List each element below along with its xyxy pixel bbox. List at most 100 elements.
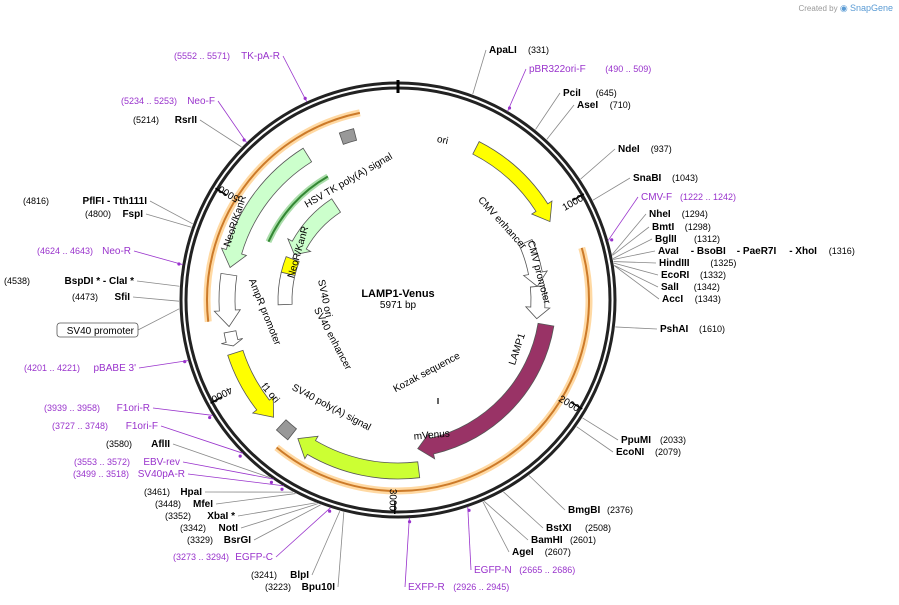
site-leader-line <box>337 512 345 588</box>
feature-cmv-promoter <box>524 285 551 320</box>
feature-lamp1 <box>417 322 555 460</box>
site-position: (645) <box>596 88 617 98</box>
primer-mark <box>507 106 512 110</box>
site-position: (1316) <box>829 246 855 256</box>
site-name: NotI <box>219 523 239 534</box>
tick-mark <box>210 396 223 404</box>
site-position: (4800) <box>85 209 111 219</box>
site-leader-line <box>535 92 561 130</box>
site-leader-line <box>613 262 659 276</box>
site-leader-line <box>615 326 658 330</box>
site-position: (4473) <box>72 292 98 302</box>
site-position: (937) <box>651 144 672 154</box>
site-name: PflFI - Tth111I <box>83 196 148 207</box>
site-name: MfeI <box>193 499 213 510</box>
primer-mark <box>183 360 187 364</box>
site-position: (1325) <box>710 258 736 268</box>
site-leader-line <box>404 517 410 588</box>
site-leader-line <box>237 502 316 517</box>
site-position: (5214) <box>133 115 159 125</box>
site-leader-line <box>136 280 180 287</box>
site-name: SalI <box>661 282 679 293</box>
site-leader-line <box>172 443 270 478</box>
site-leader-line <box>611 213 647 255</box>
feature-layer <box>213 128 555 480</box>
feature-hsv-polya <box>338 128 358 145</box>
site-position: (3352) <box>165 511 191 521</box>
site-position: (2376) <box>607 505 633 515</box>
site-name: AccI <box>662 294 683 305</box>
site-leader-line <box>240 503 318 529</box>
site-leader-line <box>187 473 285 487</box>
site-position: (2926 .. 2945) <box>453 582 509 592</box>
primer-mark <box>407 520 412 524</box>
feature-sv40-ori <box>280 256 300 276</box>
orf-arc <box>206 111 361 322</box>
primer-mark <box>208 415 212 420</box>
site-name: F1ori-R <box>117 403 150 414</box>
primer-mark <box>242 138 246 142</box>
site-name: RsrII <box>175 115 197 126</box>
site-position: (3329) <box>187 535 213 545</box>
primer-mark <box>177 262 181 266</box>
site-leader-line <box>528 475 566 511</box>
site-leader-line <box>215 493 296 505</box>
site-leader-line <box>199 119 242 148</box>
site-name: BsrGI <box>224 535 251 546</box>
site-position: (3461) <box>144 487 170 497</box>
site-position: (3241) <box>251 570 277 580</box>
site-position: (3342) <box>180 523 206 533</box>
snapgene-logo-icon: ◉ <box>839 3 848 13</box>
feature-ampr-promoter-a <box>221 330 243 347</box>
site-position: (1610) <box>699 324 725 334</box>
site-position: (5552 .. 5571) <box>174 51 230 61</box>
site-leader-line <box>152 407 214 416</box>
site-name: SfiI <box>114 292 130 303</box>
site-position: (1342) <box>694 282 720 292</box>
site-leader-line <box>607 196 639 242</box>
site-leader-line <box>182 461 274 480</box>
site-leader-line <box>582 417 619 441</box>
site-name: AflII <box>151 439 170 450</box>
plasmid-length: 5971 bp <box>380 300 417 311</box>
primer-mark <box>610 238 614 242</box>
tick-mark <box>570 401 583 410</box>
site-name: PpuMI <box>621 435 651 446</box>
site-position: (3223) <box>265 582 291 592</box>
site-leader-line <box>614 265 660 300</box>
orf-arc <box>275 247 590 492</box>
site-name: pBABE 3' <box>94 363 137 374</box>
site-extra-name: - BsoBI <box>691 246 726 257</box>
site-name: HindIII <box>659 258 690 269</box>
primer-mark <box>467 508 471 512</box>
site-position: (2665 .. 2686) <box>519 565 575 575</box>
site-leader-line <box>160 425 244 454</box>
site-name: BmtI <box>652 222 674 233</box>
site-name: F1ori-F <box>126 421 158 432</box>
site-name: Bpu10I <box>302 582 336 593</box>
site-position: (1298) <box>685 222 711 232</box>
site-position: (2607) <box>545 547 571 557</box>
site-position: (4816) <box>23 196 49 206</box>
site-leader-line <box>612 238 653 259</box>
site-name: EGFP-N <box>474 565 512 576</box>
site-name: EXFP-R <box>408 582 445 593</box>
app-name: SnapGene <box>849 3 893 13</box>
primer-mark <box>269 480 274 484</box>
site-name: Neo-R <box>102 246 131 257</box>
site-leader-line <box>576 426 614 453</box>
feature-cmv-enhancer <box>518 239 549 287</box>
site-name: AseI <box>577 100 598 111</box>
site-name: AvaI <box>658 246 679 257</box>
site-name: Neo-F <box>187 96 215 107</box>
site-leader-line <box>282 55 308 103</box>
site-leader-line <box>483 501 529 541</box>
site-name: BglII <box>655 234 677 245</box>
site-extra-name: - XhoI <box>789 246 817 257</box>
site-position: (2601) <box>570 535 596 545</box>
site-position: (1343) <box>695 294 721 304</box>
site-leader-line <box>580 148 616 180</box>
site-position: (3273 .. 3294) <box>173 552 229 562</box>
site-leader-line <box>137 308 180 331</box>
site-leader-line <box>217 100 248 144</box>
